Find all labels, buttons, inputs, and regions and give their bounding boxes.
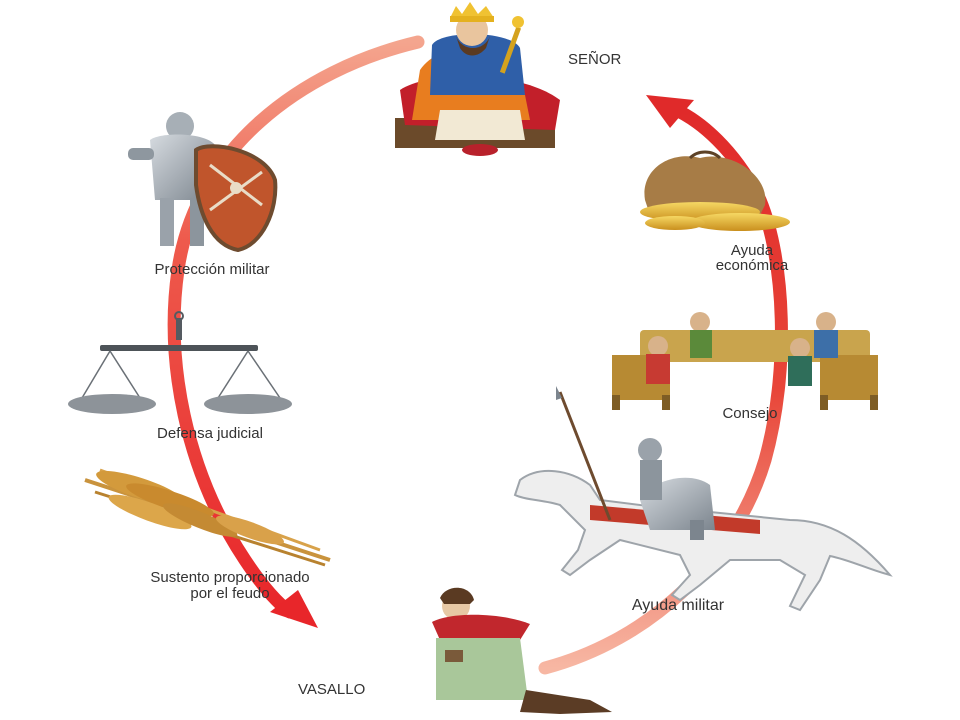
left-arc-band — [167, 35, 425, 619]
money-bag-coins-icon — [640, 150, 790, 231]
mounted-knight-horse-icon — [513, 386, 893, 612]
right-arrowhead — [646, 95, 694, 128]
crowned-king-icon — [395, 2, 560, 156]
wheat-sheaf-icon — [84, 468, 331, 567]
ayuda-economica-label-line2: económica — [716, 257, 789, 274]
left-cycle-arrow — [167, 35, 425, 628]
ayuda-economica-label-line1: Ayuda — [731, 242, 774, 259]
proteccion-militar-label: Protección militar — [154, 261, 269, 278]
sustento-label-line1: Sustento proporcionado — [150, 569, 309, 586]
balance-scale-icon — [68, 311, 292, 414]
ayuda-militar-label: Ayuda militar — [632, 597, 725, 614]
senor-label: SEÑOR — [568, 51, 622, 68]
consejo-label: Consejo — [722, 405, 777, 422]
right-cycle-arrow — [538, 95, 788, 675]
right-arc-band — [538, 101, 788, 675]
defensa-judicial-label: Defensa judicial — [157, 425, 263, 442]
sustento-label-line2: por el feudo — [190, 585, 269, 602]
left-arrowhead — [270, 590, 318, 628]
vasallo-label: VASALLO — [298, 681, 365, 698]
armored-knight-shield-icon — [128, 112, 278, 253]
kneeling-vassal-icon — [432, 587, 612, 714]
council-table-icon — [612, 312, 878, 410]
